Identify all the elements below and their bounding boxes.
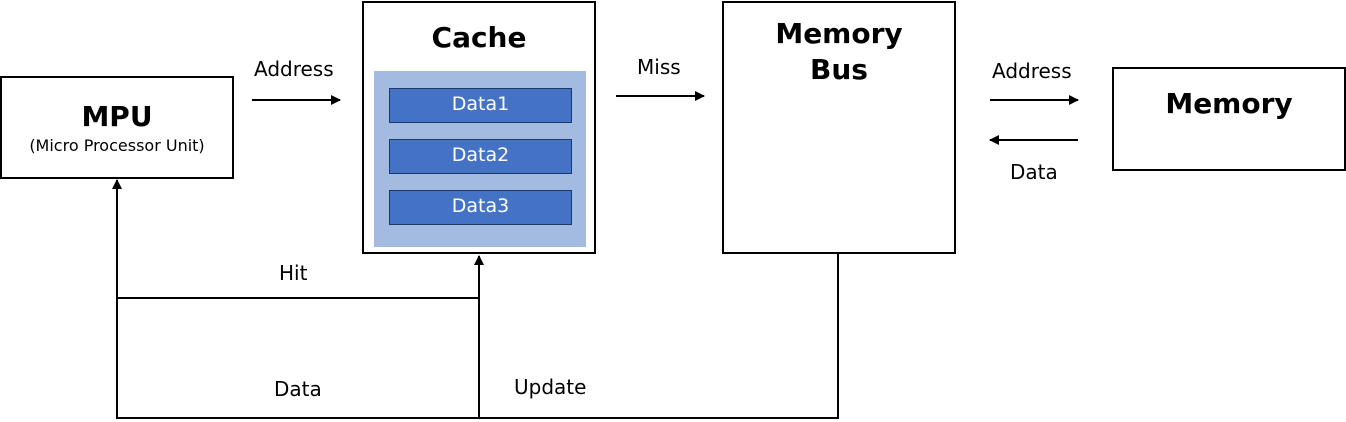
mpu-box: MPU (Micro Processor Unit) — [0, 76, 234, 179]
memory-bus-box: Memory Bus — [722, 1, 956, 254]
data-return-path — [112, 179, 839, 419]
cache-box: Cache Data1 Data2 Data3 — [362, 1, 596, 254]
memory-bus-title-line1: Memory — [775, 17, 903, 50]
label-update: Update — [514, 375, 587, 399]
label-address-mpu-cache: Address — [254, 57, 334, 81]
cache-storage: Data1 Data2 Data3 — [374, 71, 586, 247]
label-miss: Miss — [637, 55, 681, 79]
mpu-title: MPU — [81, 100, 153, 133]
label-data-memory-bus: Data — [1010, 160, 1058, 184]
memory-title: Memory — [1165, 87, 1293, 120]
label-data-return: Data — [274, 377, 322, 401]
cache-cell-data3: Data3 — [389, 190, 572, 225]
memory-bus-title-line2: Bus — [810, 53, 868, 86]
memory-box: Memory — [1112, 67, 1346, 171]
cache-cell-data2: Data2 — [389, 139, 572, 174]
label-hit: Hit — [279, 261, 308, 285]
cache-title: Cache — [431, 21, 527, 54]
label-address-bus-memory: Address — [992, 59, 1072, 83]
mpu-subtitle: (Micro Processor Unit) — [29, 136, 205, 155]
cache-cell-data1: Data1 — [389, 88, 572, 123]
